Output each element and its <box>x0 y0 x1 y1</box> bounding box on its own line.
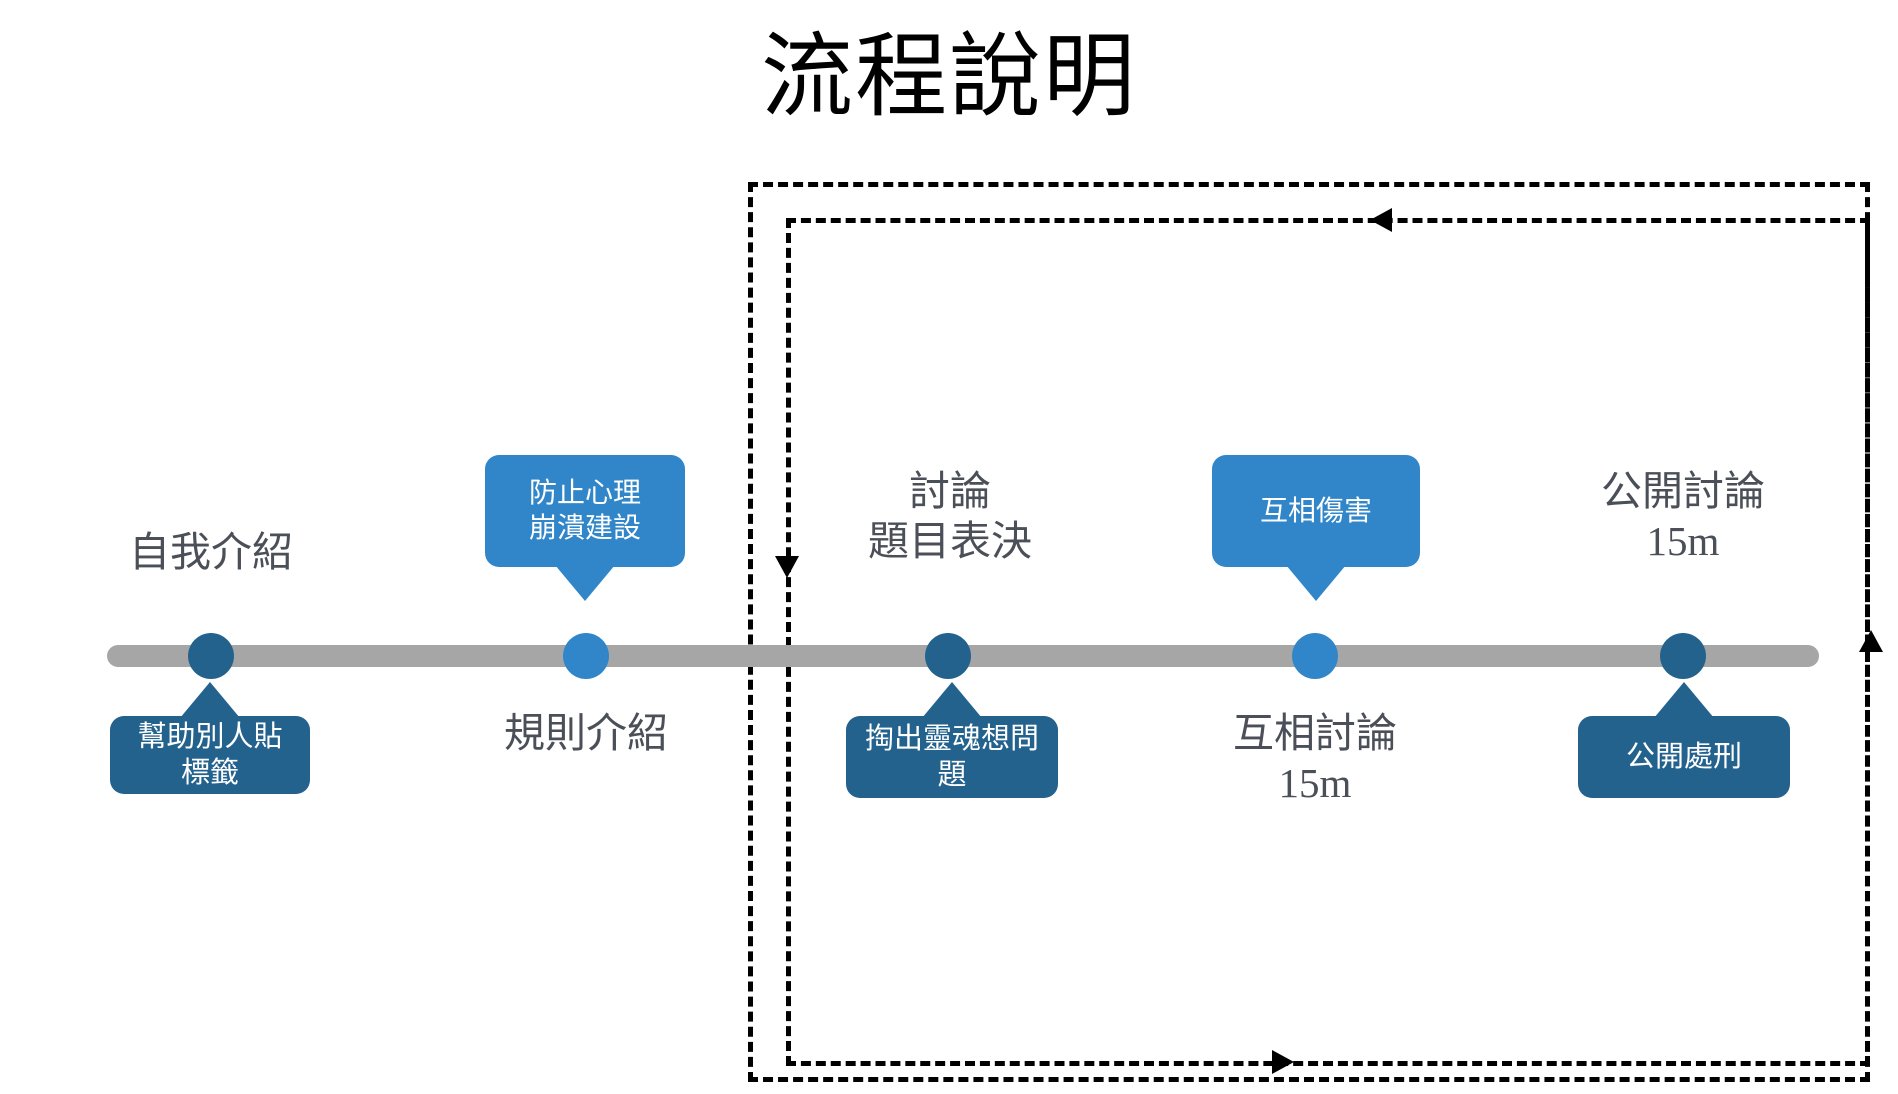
callout-prevent-breakdown-label[interactable]: 防止心理 崩潰建設 <box>485 455 685 601</box>
callout-notch-down-icon <box>1286 565 1346 601</box>
page-title: 流程說明 <box>760 26 1137 128</box>
timeline-dot-2[interactable] <box>563 633 609 679</box>
timeline-dot-1[interactable] <box>188 633 234 679</box>
callout-notch-up-icon <box>180 682 240 718</box>
timeline-dot-3[interactable] <box>925 633 971 679</box>
loop-arrow-down-icon <box>775 556 799 578</box>
callout-dig-soul-question-label[interactable]: 掏出靈魂想問題 <box>846 682 1058 798</box>
callout-notch-up-icon <box>922 682 982 718</box>
callout-notch-up-icon <box>1654 682 1714 718</box>
timeline-label-rules-intro: 規則介紹 <box>504 710 668 756</box>
callout-mutual-harm-label[interactable]: 互相傷害 <box>1212 455 1420 601</box>
timeline-dot-5[interactable] <box>1660 633 1706 679</box>
callout-help-others-label[interactable]: 幫助別人貼標籤 <box>110 682 310 794</box>
timeline-label-mutual-discussion: 互相討論 15m <box>1233 710 1397 807</box>
loop-arrow-left-icon <box>1370 208 1392 232</box>
timeline-dot-4[interactable] <box>1292 633 1338 679</box>
timeline-label-topic-vote: 討論 題目表決 <box>868 468 1032 565</box>
loop-arrow-up-icon <box>1859 630 1883 652</box>
callout-notch-down-icon <box>555 565 615 601</box>
loop-arrow-right-icon <box>1272 1050 1294 1074</box>
timeline-label-self-intro: 自我介紹 <box>129 529 293 575</box>
callout-public-execution-label[interactable]: 公開處刑 <box>1578 682 1790 798</box>
timeline-label-open-discussion: 公開討論 15m <box>1601 468 1765 565</box>
